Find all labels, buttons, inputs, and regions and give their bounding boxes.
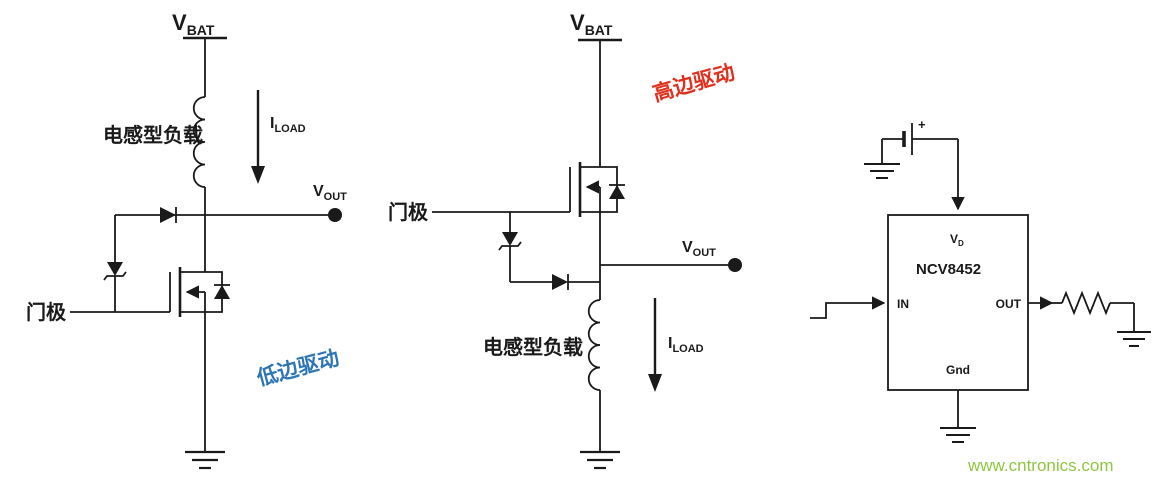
clamp-blocking-diode [160, 207, 177, 223]
battery-ground-symbol [864, 163, 900, 179]
low-side-circuit [70, 36, 342, 470]
output-ground-symbol [1117, 331, 1151, 347]
load-current-arrow [251, 90, 265, 184]
body-diode [609, 184, 625, 199]
body-diode [214, 284, 230, 299]
inductor-coil [587, 299, 601, 391]
vbat-label-middle: VBAT [570, 10, 613, 38]
chip-ground-symbol [940, 427, 976, 443]
clamp-blocking-diode [552, 274, 569, 290]
low-side-drive-label: 低边驱动 [253, 346, 341, 391]
inductive-load-label-middle: 电感型负载 [483, 335, 583, 359]
vout-label-left: VOUT [313, 183, 347, 203]
high-side-circuit [432, 38, 742, 470]
vout-node-dot [728, 258, 742, 272]
battery-plus-sign: + [918, 117, 926, 132]
ground-symbol [580, 450, 620, 470]
ic-application-circuit [810, 123, 1151, 443]
nmos-transistor [169, 267, 230, 317]
battery-icon [882, 123, 958, 155]
ground-symbol [185, 450, 225, 470]
pin-vd-label: VD [950, 232, 964, 248]
load-current-arrow [648, 298, 662, 392]
gate-label-left: 门极 [26, 300, 67, 324]
vbat-label-left: VBAT [172, 10, 215, 38]
nmos-transistor [569, 162, 625, 217]
step-input-waveform [810, 296, 886, 319]
chip-box [887, 214, 1029, 391]
iload-label-left: ILOAD [270, 115, 306, 135]
high-side-drive-label: 高边驱动 [650, 60, 737, 106]
vout-node-dot [328, 208, 342, 222]
chip-part-number: NCV8452 [916, 261, 981, 278]
inductive-load-label-left: 电感型负载 [103, 123, 203, 147]
iload-label-middle: ILOAD [668, 335, 704, 355]
inductor-coil [192, 96, 206, 188]
load-resistor [1061, 290, 1111, 316]
vout-label-middle: VOUT [682, 239, 716, 259]
watermark-text: www.cntronics.com [967, 456, 1113, 475]
pin-out-label: OUT [996, 297, 1022, 311]
pin-gnd-label: Gnd [946, 363, 970, 377]
pin-in-label: IN [897, 297, 909, 311]
gate-label-middle: 门极 [388, 200, 429, 224]
